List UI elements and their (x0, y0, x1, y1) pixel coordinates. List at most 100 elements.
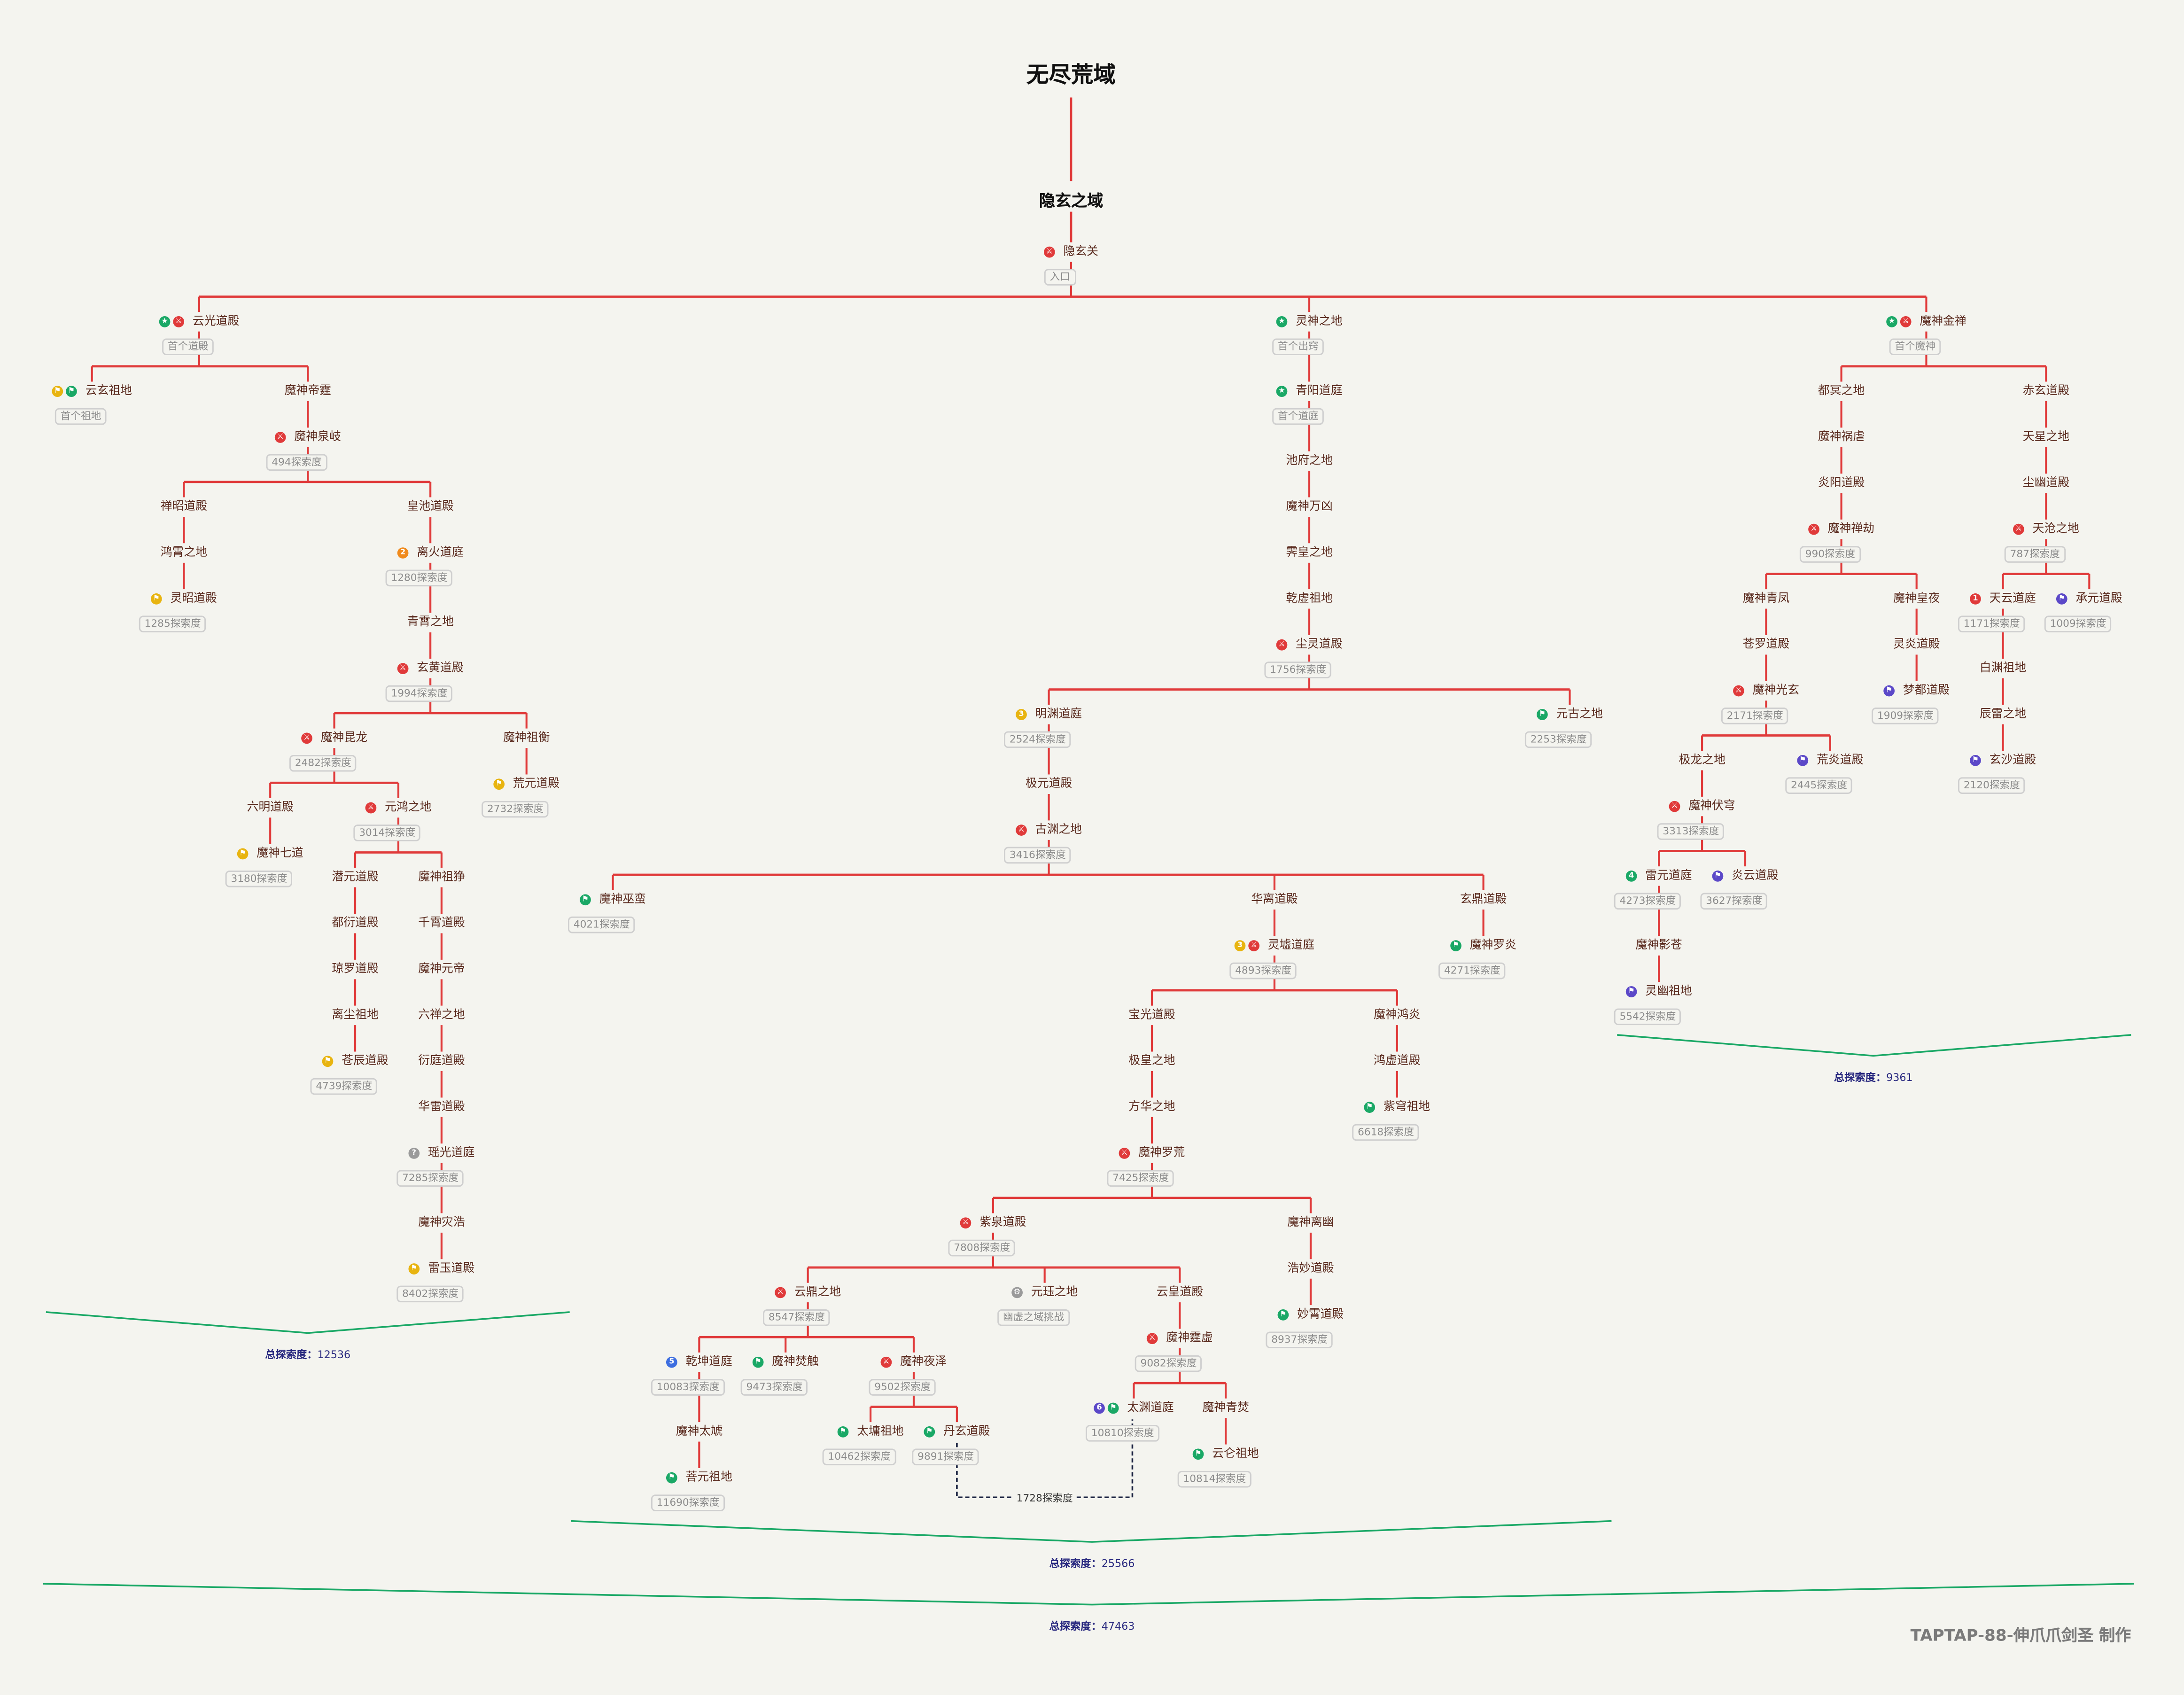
map-node[interactable]: 极龙之地 (1679, 752, 1725, 768)
map-node[interactable]: 衍庭道殿 (418, 1053, 465, 1068)
map-node[interactable]: 华雷道殿 (418, 1099, 465, 1114)
map-node[interactable]: 池府之地 (1286, 453, 1332, 468)
map-node[interactable]: ★⚔云光道殿 (159, 313, 239, 329)
map-node[interactable]: 魔神祸虐 (1818, 429, 1865, 444)
map-node[interactable]: ⚑太墉祖地 (837, 1423, 903, 1439)
map-node[interactable]: 魔神元帝 (418, 961, 465, 977)
map-node[interactable]: 霁皇之地 (1286, 544, 1332, 560)
map-node[interactable]: 辰雷之地 (1980, 706, 2026, 722)
map-node[interactable]: 极皇之地 (1128, 1053, 1175, 1068)
map-node[interactable]: ⚑魔神七道 (237, 846, 303, 861)
map-node[interactable]: 魔神离幽 (1287, 1214, 1334, 1230)
map-node[interactable]: ⚑苍辰道殿 (322, 1053, 388, 1068)
map-node[interactable]: ⚔玄黄道殿 (397, 660, 464, 676)
map-node[interactable]: 3⚔灵墟道庭 (1234, 937, 1314, 953)
map-node[interactable]: ⚑魔神巫蛮 (580, 892, 646, 907)
map-node[interactable]: ⚔魔神禅劫 (1808, 521, 1874, 536)
map-node[interactable]: ⚑玄沙道殿 (1970, 752, 2036, 768)
map-node[interactable]: 鸿霄之地 (161, 544, 207, 560)
map-node[interactable]: 宝光道殿 (1128, 1007, 1175, 1023)
map-node[interactable]: ⚑承元道殿 (2056, 591, 2122, 606)
map-node[interactable]: 天星之地 (2023, 429, 2069, 444)
map-node[interactable]: 潜元道殿 (332, 869, 378, 885)
map-node[interactable]: ⚔紫泉道殿 (960, 1214, 1026, 1230)
map-node[interactable]: 魔神太虓 (676, 1423, 723, 1439)
map-node[interactable]: ⚑妙霄道殿 (1277, 1306, 1344, 1322)
map-node[interactable]: ⚔隐玄关 (1044, 244, 1098, 259)
map-node[interactable]: ⚑雷玉道殿 (408, 1260, 474, 1276)
map-node[interactable]: 魔神鸿炎 (1374, 1007, 1420, 1023)
map-node[interactable]: ★灵神之地 (1276, 313, 1342, 329)
map-node[interactable]: ⚔魔神泉岐 (274, 429, 341, 444)
map-node[interactable]: ★⚔魔神金禅 (1886, 313, 1966, 329)
map-node[interactable]: ⚑炎云道殿 (1712, 868, 1778, 883)
map-node[interactable]: 都冥之地 (1818, 383, 1865, 398)
map-node[interactable]: 魔神灾浩 (418, 1214, 465, 1230)
map-node[interactable]: 魔神帝霆 (285, 383, 331, 398)
map-node[interactable]: ⚔云鼎之地 (775, 1284, 841, 1300)
map-node[interactable]: 华离道殿 (1251, 892, 1298, 907)
map-node[interactable]: ⚔天沧之地 (2013, 521, 2079, 536)
map-node[interactable]: 魔神皇夜 (1893, 591, 1940, 606)
map-node[interactable]: 灵炎道殿 (1893, 637, 1940, 652)
map-node[interactable]: 青霄之地 (407, 614, 453, 630)
map-node[interactable]: ⚔魔神光玄 (1733, 683, 1799, 698)
map-node[interactable]: 白渊祖地 (1980, 660, 2026, 676)
map-node[interactable]: ★青阳道庭 (1276, 383, 1342, 398)
map-node[interactable]: 六禅之地 (418, 1007, 465, 1023)
map-node[interactable]: 6⚑太渊道庭 (1094, 1400, 1174, 1415)
map-node[interactable]: ⚑云仑祖地 (1192, 1446, 1259, 1462)
map-node[interactable]: 魔神祖衡 (503, 730, 550, 746)
map-node[interactable]: ⚔魔神昆龙 (301, 730, 367, 746)
map-node[interactable]: 炎阳道殿 (1818, 475, 1865, 490)
map-node[interactable]: ⚔魔神伏穹 (1669, 798, 1735, 814)
map-node[interactable]: 方华之地 (1128, 1099, 1175, 1114)
map-node[interactable]: 鸿虚道殿 (1374, 1053, 1420, 1068)
map-node[interactable]: ⚔尘灵道殿 (1276, 637, 1342, 652)
map-node[interactable]: ⚔魔神夜泽 (880, 1354, 947, 1369)
map-node[interactable]: 魔神祖狰 (418, 869, 465, 885)
map-node[interactable]: 苍罗道殿 (1743, 637, 1789, 652)
map-node[interactable]: ⚔魔神霆虚 (1146, 1330, 1213, 1345)
map-node[interactable]: 都衍道殿 (332, 915, 378, 931)
map-node[interactable]: 乾虚祖地 (1286, 591, 1332, 606)
map-node[interactable]: 皇池道殿 (407, 498, 453, 514)
map-node[interactable]: ⚔魔神罗荒 (1119, 1145, 1185, 1160)
map-node[interactable]: ⚑魔神焚触 (752, 1354, 819, 1369)
map-node[interactable]: 魔神青凤 (1743, 591, 1789, 606)
map-node[interactable]: 极元道殿 (1026, 776, 1072, 791)
map-node[interactable]: 六明道殿 (247, 800, 294, 815)
map-node[interactable]: 赤玄道殿 (2023, 383, 2069, 398)
map-node[interactable]: 琼罗道殿 (332, 961, 378, 977)
map-node[interactable]: ?瑶光道庭 (408, 1145, 474, 1160)
map-node[interactable]: ⚑菩元祖地 (666, 1470, 732, 1485)
map-node[interactable]: 魔神影苍 (1636, 937, 1682, 953)
map-node[interactable]: 尘幽道殿 (2023, 475, 2069, 490)
map-node[interactable]: 魔神万凶 (1286, 498, 1332, 514)
map-node[interactable]: 浩妙道殿 (1287, 1260, 1334, 1276)
map-node[interactable]: ⚑荒元道殿 (493, 776, 560, 791)
map-node[interactable]: 离尘祖地 (332, 1007, 378, 1023)
map-node[interactable]: ⚑灵昭道殿 (150, 591, 217, 606)
map-node[interactable]: 云皇道殿 (1157, 1284, 1203, 1300)
map-node[interactable]: 玄鼎道殿 (1460, 892, 1507, 907)
map-node[interactable]: ⚑紫穹祖地 (1364, 1099, 1430, 1114)
map-node[interactable]: ⚑丹玄道殿 (924, 1423, 990, 1439)
map-node[interactable]: ⚑梦都道殿 (1883, 683, 1950, 698)
map-node[interactable]: ⚑元古之地 (1537, 706, 1603, 722)
map-node[interactable]: ⚑魔神罗炎 (1450, 937, 1516, 953)
map-node[interactable]: ⚑灵幽祖地 (1625, 983, 1692, 999)
map-node[interactable]: ⚑⚑云玄祖地 (52, 383, 132, 398)
map-node[interactable]: 魔神青焚 (1202, 1400, 1249, 1415)
map-node[interactable]: ⚙元珏之地 (1011, 1284, 1078, 1300)
map-node[interactable]: ⚔古渊之地 (1016, 822, 1082, 837)
map-node[interactable]: ⚔元鸿之地 (365, 800, 431, 815)
map-node[interactable]: ⚑荒炎道殿 (1797, 752, 1863, 768)
map-node[interactable]: 禅昭道殿 (161, 498, 207, 514)
map-node[interactable]: 千霄道殿 (418, 915, 465, 931)
